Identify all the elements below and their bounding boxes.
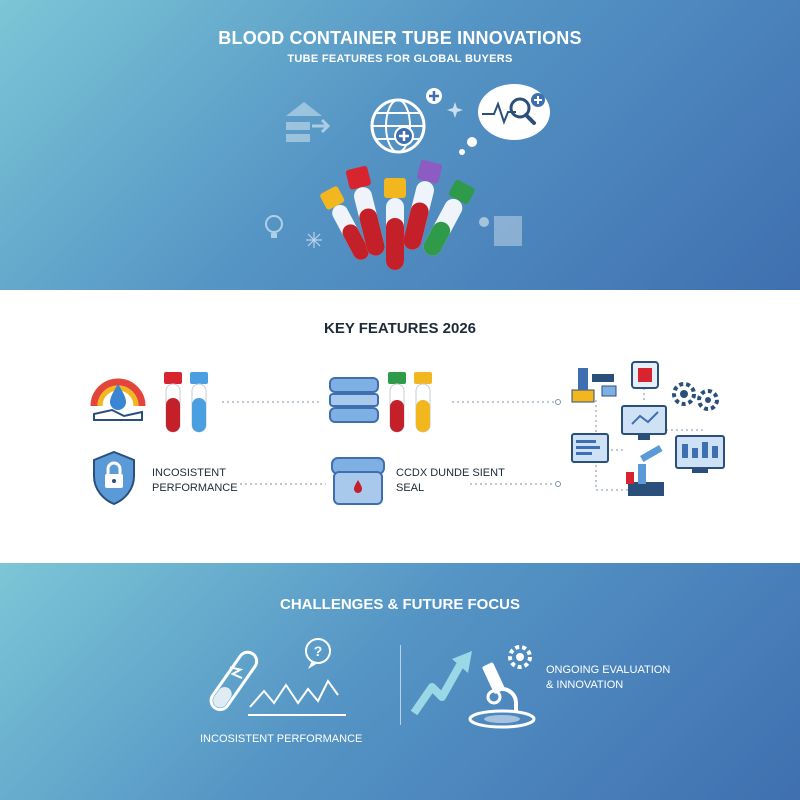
connector-line — [240, 483, 326, 485]
key-features-section: KEY FEATURES 2026 — [0, 290, 800, 563]
sealed-cap-drop-icon — [331, 457, 385, 505]
svg-text:?: ? — [314, 643, 323, 659]
magnifier-heartbeat-icon — [459, 84, 550, 155]
hero-banner: BLOOD CONTAINER TUBE INNOVATIONS TUBE FE… — [0, 0, 800, 290]
tube-pair-icon — [164, 372, 208, 433]
page-title: BLOOD CONTAINER TUBE INNOVATIONS — [218, 28, 582, 48]
sparkle-small-icon — [447, 102, 463, 118]
plus-circle-icon — [426, 88, 442, 104]
cracked-tube-icon — [209, 650, 259, 712]
zigzag-chart-icon — [248, 679, 346, 716]
ongoing-evaluation-label: ONGOING EVALUATION & INNOVATION — [546, 664, 671, 691]
seal-feature-label: CCDX DUNDE SIENT SEAL — [396, 467, 505, 494]
globe-medical-icon — [370, 98, 426, 154]
connector-line — [470, 481, 561, 487]
sparkle-decor-icon — [306, 232, 322, 248]
flowchart-decor-icon — [286, 102, 331, 142]
challenges-section: CHALLENGES & FUTURE FOCUS ? INCOSISTENT … — [0, 563, 800, 800]
lightbulb-decor-icon — [265, 215, 283, 238]
document-decor-icon — [479, 216, 522, 246]
automation-network-icon — [571, 361, 725, 496]
connector-line — [452, 399, 561, 405]
inconsistent-performance-label: INCOSISTENT PERFORMANCE — [152, 467, 238, 494]
inconsistent-performance-caption: INCOSISTENT PERFORMANCE — [200, 733, 363, 745]
connector-line — [222, 401, 322, 403]
challenges-title: CHALLENGES & FUTURE FOCUS — [280, 596, 520, 613]
rising-arrow-icon — [410, 651, 472, 716]
key-features-title: KEY FEATURES 2026 — [324, 320, 476, 337]
blood-tube-fan-icon — [320, 159, 475, 270]
page-subtitle: TUBE FEATURES FOR GLOBAL BUYERS — [287, 53, 513, 65]
cap-seal-icon — [329, 377, 379, 423]
question-bubble-icon: ? — [305, 638, 331, 669]
shield-lock-icon — [93, 450, 135, 506]
blood-drop-hands-icon — [90, 378, 146, 421]
tube-pair-colored-icon — [388, 372, 432, 433]
microscope-gear-icon — [468, 645, 536, 729]
section-divider — [400, 645, 401, 725]
